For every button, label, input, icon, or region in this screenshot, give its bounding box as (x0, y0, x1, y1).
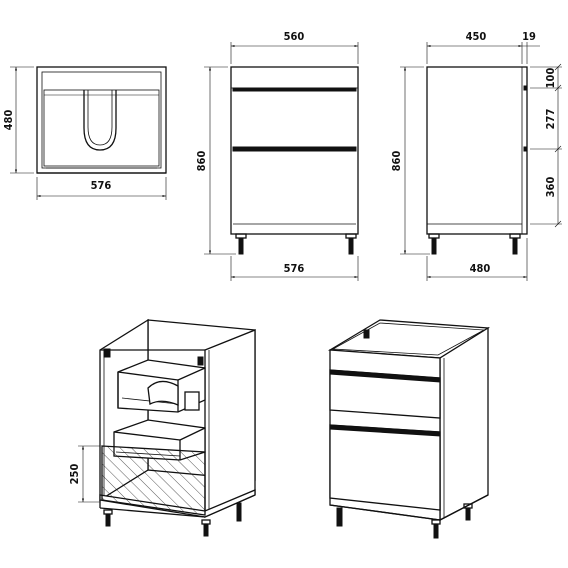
closed-right-panel (439, 326, 489, 522)
bracket-right-icon (197, 356, 204, 366)
side-drawer2-label: 360 (544, 177, 557, 198)
side-leg-right (512, 237, 518, 255)
closed-leg-front-left (336, 507, 343, 527)
front-width-bottom-label: 576 (284, 262, 305, 275)
kickboard-hatched (101, 445, 206, 516)
top-view: 480 576 (2, 66, 167, 200)
side-panel-gap-label: 19 (522, 30, 536, 43)
bottom-drawer-front (329, 424, 441, 511)
front-width-top-label: 560 (284, 30, 305, 43)
front-view: 560 860 576 (195, 30, 359, 281)
side-body-outline (426, 66, 528, 235)
side-depth-top-label: 450 (466, 30, 487, 43)
kickboard-height-label: 250 (68, 464, 81, 485)
side-height-label: 860 (390, 151, 403, 172)
siphon-cutout (83, 90, 117, 151)
front-leg-left (238, 237, 244, 255)
side-leg-left (431, 237, 437, 255)
right-side-panel (204, 329, 256, 518)
upper-drawer-cutout (147, 380, 179, 406)
iso-closed-view (327, 319, 491, 539)
iso-leg-front-left (105, 513, 111, 527)
front-height-label: 860 (195, 151, 208, 172)
front-leg-right (348, 237, 354, 255)
iso-leg-front-right (203, 523, 209, 537)
front-body-outline (230, 66, 359, 235)
top-view-inner-box (43, 89, 160, 167)
top-view-outline (36, 66, 167, 174)
closed-leg-front-right (433, 523, 439, 539)
iso-open-view: 250 (68, 318, 256, 537)
bracket-back-icon (363, 329, 370, 339)
bracket-left-icon (103, 348, 111, 358)
top-view-depth-label: 480 (2, 110, 15, 131)
iso-leg-back-right (236, 502, 242, 522)
front-drawer-gap (232, 146, 357, 152)
top-view-width-label: 576 (91, 179, 112, 192)
side-depth-bottom-label: 480 (470, 262, 491, 275)
side-view: 450 19 100 277 360 860 480 (390, 30, 562, 281)
closed-leg-back-right (465, 507, 471, 521)
side-drawer1-label: 277 (544, 109, 557, 130)
front-top-drawer-edge (232, 87, 357, 92)
side-top-gap-label: 100 (544, 68, 557, 89)
